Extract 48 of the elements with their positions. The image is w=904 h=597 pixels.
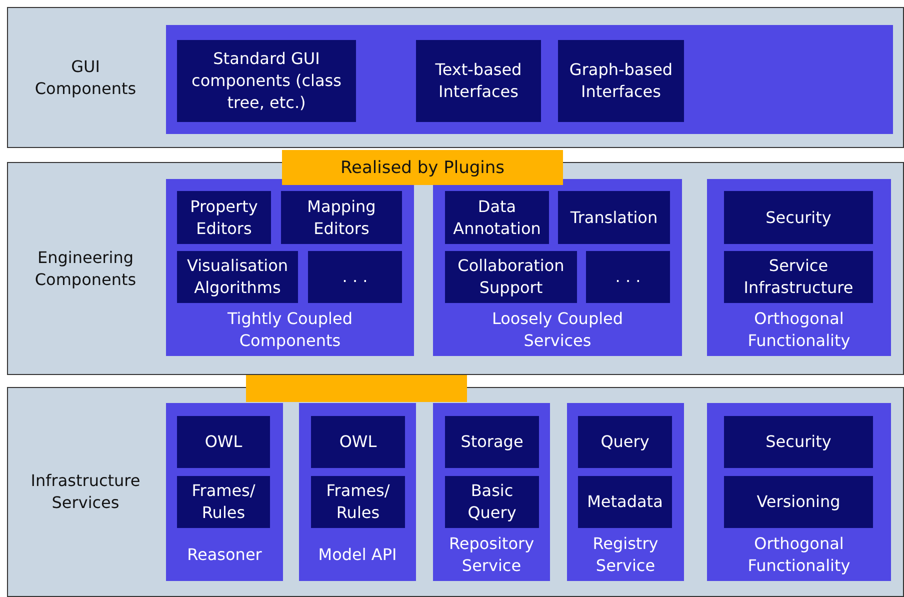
component-box: OWL xyxy=(177,416,270,468)
component-box: Property Editors xyxy=(177,191,271,244)
component-panel xyxy=(707,179,891,356)
component-box: Versioning xyxy=(724,476,873,528)
component-box: Visualisation Algorithms xyxy=(177,251,298,303)
component-box: Query xyxy=(578,416,672,468)
component-panel xyxy=(567,403,684,581)
component-panel xyxy=(166,25,893,134)
component-box: Basic Query xyxy=(445,476,539,528)
layer-label: Engineering Components xyxy=(34,246,138,290)
component-panel xyxy=(433,179,682,356)
panel-caption: Loosely Coupled Services xyxy=(490,308,624,352)
component-box: Frames/ Rules xyxy=(177,476,270,528)
component-box: Collaboration Support xyxy=(445,251,577,303)
layer-band xyxy=(7,387,904,597)
layer-label: Infrastructure Services xyxy=(30,470,142,514)
panel-caption: Repository Service xyxy=(448,532,536,576)
component-panel xyxy=(166,179,414,356)
component-box: Frames/ Rules xyxy=(311,476,405,528)
component-panel xyxy=(299,403,416,581)
panel-caption: Orthogonal Functionality xyxy=(746,532,852,576)
component-box: Translation xyxy=(558,191,670,244)
banner-box xyxy=(246,375,467,402)
component-box: Storage xyxy=(445,416,539,468)
layer-label: GUI Components xyxy=(34,56,138,100)
component-box: Security xyxy=(724,416,873,468)
component-box: Metadata xyxy=(578,476,672,528)
component-box: Service Infrastructure xyxy=(724,251,873,303)
component-box: . . . xyxy=(308,251,402,303)
component-box: Text-based Interfaces xyxy=(416,40,541,122)
panel-caption: Orthogonal Functionality xyxy=(746,308,852,352)
component-box: . . . xyxy=(586,251,670,303)
component-box: Graph-based Interfaces xyxy=(558,40,684,122)
layer-band xyxy=(7,162,904,375)
component-box: Data Annotation xyxy=(445,191,549,244)
panel-caption: Tightly Coupled Components xyxy=(226,308,354,352)
panel-caption: Model API xyxy=(318,544,397,566)
panel-caption: Reasoner xyxy=(187,544,262,566)
component-box: Security xyxy=(724,191,873,244)
banner-box: Realised by Plugins xyxy=(282,150,563,185)
component-box: Mapping Editors xyxy=(281,191,402,244)
component-box: OWL xyxy=(311,416,405,468)
panel-caption: Registry Service xyxy=(592,532,660,576)
component-panel xyxy=(707,403,891,581)
layer-band xyxy=(7,7,904,148)
component-box: Standard GUI components (class tree, etc.) xyxy=(177,40,356,122)
component-panel xyxy=(433,403,550,581)
component-panel xyxy=(166,403,283,581)
